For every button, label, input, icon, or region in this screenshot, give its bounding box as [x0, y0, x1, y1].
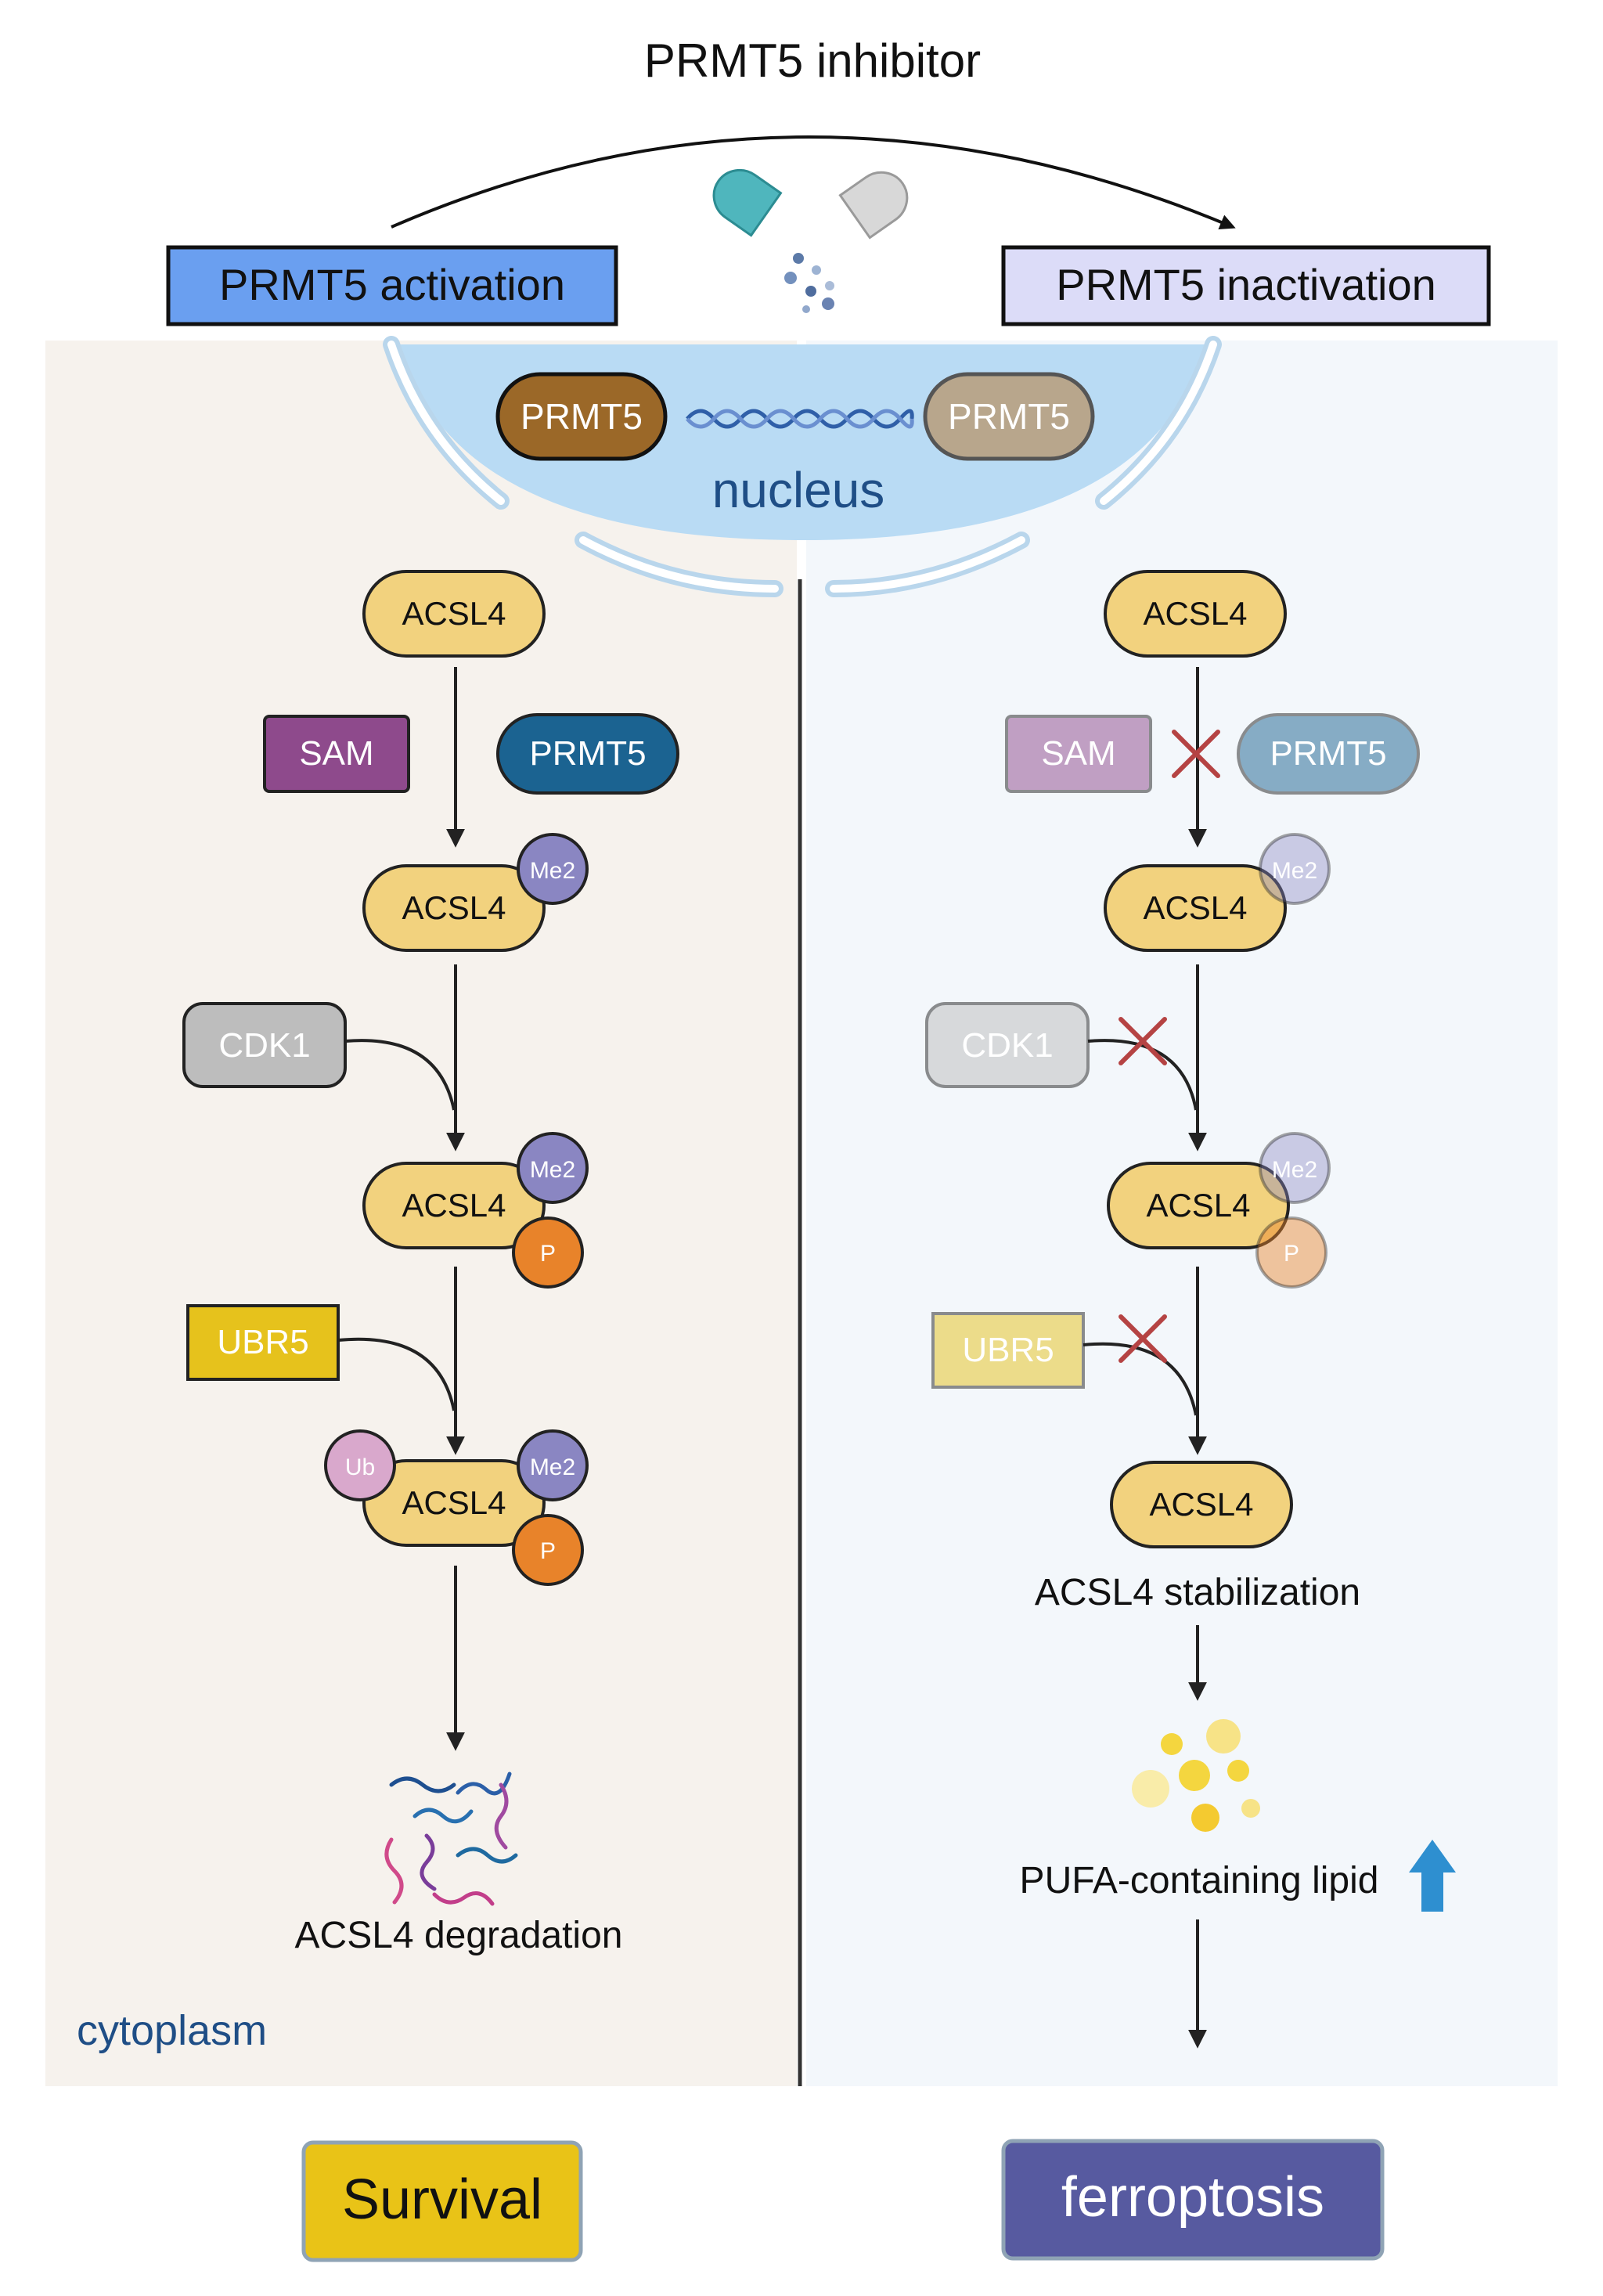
left-me2-badge-3: [517, 1429, 589, 1501]
inhibitor-title: PRMT5 inhibitor: [644, 34, 981, 87]
dna-helix-icon: [686, 409, 914, 429]
inhibition-cross-icon: [1172, 730, 1220, 778]
left-prmt5-cofactor: PRMT5: [496, 713, 679, 795]
right-prmt5-label: PRMT5: [1270, 734, 1386, 773]
left-ub-badge: [324, 1429, 396, 1501]
svg-text:ACSL4: ACSL4: [402, 1484, 506, 1521]
right-acsl4-2: ACSL4 Me2: [1104, 833, 1331, 952]
ferroptosis-label: ferroptosis: [1061, 2166, 1324, 2229]
inhibitor-arc-arrow: [391, 135, 1236, 229]
svg-text:ACSL4: ACSL4: [1149, 1486, 1253, 1523]
pufa-lipid-label: PUFA-containing lipid: [1020, 1860, 1379, 1901]
right-cdk1-connector: [1087, 1039, 1198, 1111]
svg-text:Ub: Ub: [345, 1454, 375, 1480]
left-me2-badge-2: [517, 1132, 589, 1204]
left-cdk1-box: CDK1: [182, 1002, 347, 1088]
left-acsl4-4: ACSL4 Ub Me2 P: [324, 1429, 589, 1586]
inhibition-cross-icon: [1118, 1314, 1167, 1363]
right-ubr5-label: UBR5: [962, 1331, 1054, 1369]
svg-text:PRMT5: PRMT5: [529, 734, 646, 773]
svg-text:UBR5: UBR5: [217, 1323, 308, 1361]
left-p-badge-2: [512, 1514, 584, 1586]
capsule-icon: [712, 168, 909, 313]
right-ubr5-box: [931, 1312, 1085, 1389]
cytoplasm-label: cytoplasm: [77, 2007, 267, 2054]
inhibition-cross-icon: [1118, 1017, 1167, 1065]
svg-text:P: P: [540, 1538, 556, 1564]
prmt5-activation-label: PRMT5 activation: [219, 260, 565, 309]
right-me2-badge-2: [1259, 1132, 1331, 1204]
survival-outcome-box: Survival: [301, 2140, 583, 2262]
right-me2-badge-1: [1259, 833, 1331, 905]
nuclear-prmt5-left: PRMT5: [495, 372, 668, 461]
right-acsl4-4: ACSL4: [1110, 1461, 1293, 1548]
svg-text:ACSL4: ACSL4: [402, 1187, 506, 1224]
right-sam-label: SAM: [1041, 734, 1115, 773]
left-cdk1-connector: [344, 1039, 456, 1111]
svg-text:ACSL4: ACSL4: [1146, 1187, 1250, 1224]
svg-text:P: P: [1284, 1241, 1299, 1267]
svg-text:ACSL4: ACSL4: [402, 595, 506, 632]
left-acsl4-3: ACSL4 Me2 P: [362, 1132, 589, 1289]
svg-text:SAM: SAM: [299, 734, 373, 773]
up-arrow-icon: [1409, 1840, 1456, 1912]
right-p-badge: [1255, 1216, 1327, 1289]
left-acsl4-1: ACSL4: [362, 570, 546, 658]
svg-text:PRMT5: PRMT5: [948, 396, 1070, 437]
svg-text:Me2: Me2: [530, 1157, 575, 1183]
svg-text:CDK1: CDK1: [218, 1026, 310, 1065]
right-sam-box: [1005, 715, 1152, 793]
acsl4-stabilization-label: ACSL4 stabilization: [1035, 1572, 1360, 1613]
svg-text:ACSL4: ACSL4: [1143, 889, 1247, 926]
nuclear-prmt5-right: PRMT5: [923, 372, 1095, 461]
survival-label: Survival: [342, 2168, 542, 2231]
left-me2-badge-1: [517, 833, 589, 905]
right-cdk1-box: [925, 1002, 1090, 1088]
right-prmt5-cofactor: [1237, 713, 1420, 795]
svg-text:ACSL4: ACSL4: [1143, 595, 1247, 632]
acsl4-degradation-label: ACSL4 degradation: [295, 1915, 623, 1956]
degraded-fragments-icon: [384, 1772, 518, 1906]
right-acsl4-3: ACSL4 Me2 P: [1107, 1132, 1331, 1289]
nucleus-label: nucleus: [712, 462, 885, 518]
svg-text:Me2: Me2: [1272, 1157, 1317, 1183]
left-acsl4-2: ACSL4 Me2: [362, 833, 589, 952]
left-sam-box: SAM: [263, 715, 410, 793]
prmt5-inactivation-label: PRMT5 inactivation: [1056, 260, 1436, 309]
prmt5-activation-box: PRMT5 activation: [166, 245, 618, 326]
ferroptosis-outcome-box: ferroptosis: [1001, 2139, 1385, 2261]
svg-text:P: P: [540, 1241, 556, 1267]
svg-text:Me2: Me2: [530, 1454, 575, 1480]
left-ubr5-box: UBR5: [186, 1304, 340, 1381]
svg-text:PRMT5: PRMT5: [521, 396, 643, 437]
right-cdk1-label: CDK1: [961, 1026, 1053, 1065]
left-p-badge-1: [512, 1216, 584, 1289]
svg-text:ACSL4: ACSL4: [402, 889, 506, 926]
right-acsl4-1: ACSL4: [1104, 570, 1287, 658]
left-ubr5-connector: [337, 1337, 456, 1411]
svg-text:Me2: Me2: [1272, 858, 1317, 884]
svg-text:Me2: Me2: [530, 858, 575, 884]
lipid-droplets-icon: [1132, 1719, 1260, 1832]
prmt5-inactivation-box: PRMT5 inactivation: [1001, 245, 1491, 326]
